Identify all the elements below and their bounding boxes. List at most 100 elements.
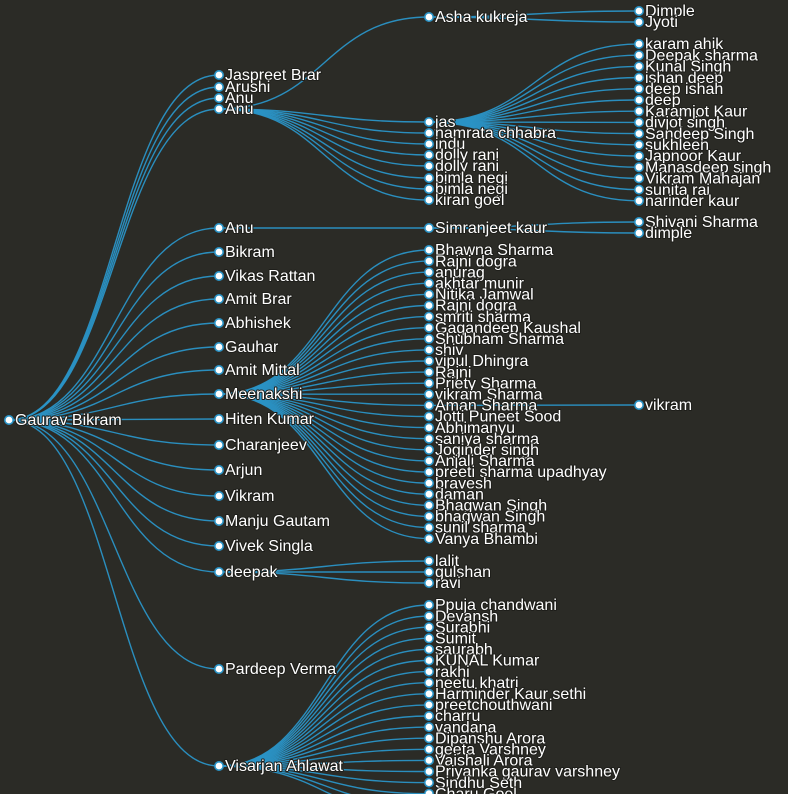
tree-node-arjun[interactable]: Arjun — [214, 461, 263, 480]
node-marker[interactable] — [633, 184, 644, 195]
node-marker[interactable] — [423, 611, 434, 622]
node-marker[interactable] — [423, 688, 434, 699]
tree-node-visarjan-ahlawat[interactable]: Visarjan Ahlawat — [214, 757, 345, 776]
node-marker[interactable] — [633, 151, 644, 162]
node-marker[interactable] — [423, 223, 434, 234]
tree-node-akhtar-munir[interactable]: akhtar munir — [423, 275, 526, 294]
tree-node-bravesh[interactable]: bravesh — [423, 474, 493, 493]
node-marker[interactable] — [214, 464, 225, 475]
node-marker[interactable] — [423, 139, 434, 150]
tree-node-jyoti[interactable]: Jyoti — [633, 13, 679, 32]
tree-node-deepak[interactable]: deepak — [214, 563, 279, 582]
tree-node-jas[interactable]: jas — [423, 113, 456, 132]
node-marker[interactable] — [423, 355, 434, 366]
tree-node-geeta-varshney[interactable]: geeta Varshney — [423, 741, 547, 760]
tree-node-narinder-kaur[interactable]: narinder kaur — [633, 192, 741, 211]
tree-node-bhawna-sharma[interactable]: Bhawna Sharma — [423, 241, 554, 260]
node-marker[interactable] — [423, 267, 434, 278]
node-marker[interactable] — [423, 12, 434, 22]
node-marker[interactable] — [214, 663, 225, 674]
node-marker[interactable] — [423, 489, 434, 500]
tree-node-gaurav-bikram[interactable]: Gaurav Bikram — [4, 411, 123, 430]
node-marker[interactable] — [423, 184, 434, 195]
node-marker[interactable] — [423, 766, 434, 777]
node-marker[interactable] — [423, 577, 434, 588]
tree-node-sunil-sharma[interactable]: sunil sharma — [423, 519, 527, 538]
node-marker[interactable] — [423, 128, 434, 139]
tree-node-abhimanyu[interactable]: Abhimanyu — [423, 419, 516, 438]
node-marker[interactable] — [423, 666, 434, 677]
tree-node-vikas-rattan[interactable]: Vikas Rattan — [214, 267, 316, 286]
tree-node-rajni[interactable]: Rajni — [423, 363, 472, 382]
node-marker[interactable] — [214, 439, 225, 450]
node-marker[interactable] — [423, 433, 434, 444]
tree-node-shiv[interactable]: shiv — [423, 341, 464, 360]
tree-node-preeti-sharma-upadhyay[interactable]: preeti sharma upadhyay — [423, 463, 608, 482]
tree-node-karamjot-kaur[interactable]: Karamjot Kaur — [633, 102, 749, 121]
tree-node-vikram-mahajan[interactable]: Vikram Mahajan — [633, 170, 761, 189]
tree-node-vikram-sharma[interactable]: vikram Sharma — [423, 386, 544, 405]
tree-node-shivani-sharma[interactable]: Shivani Sharma — [633, 213, 759, 232]
node-marker[interactable] — [214, 413, 225, 424]
tree-node-manasdeep-singh[interactable]: Manasdeep singh — [633, 158, 772, 177]
node-marker[interactable] — [4, 414, 14, 425]
node-marker[interactable] — [423, 444, 434, 455]
tree-node-neetu-khatri[interactable]: neetu khatri — [423, 674, 520, 693]
node-marker[interactable] — [423, 289, 434, 300]
node-marker[interactable] — [633, 6, 644, 16]
node-marker[interactable] — [214, 540, 225, 551]
node-marker[interactable] — [423, 599, 434, 610]
tree-node-sindhu-seth[interactable]: Sindhu Seth — [423, 774, 523, 793]
node-marker[interactable] — [214, 104, 225, 115]
tree-node-preetchouthwani[interactable]: preetchouthwani — [423, 696, 553, 715]
node-marker[interactable] — [214, 70, 225, 81]
tree-node-vaishali-arora[interactable]: Vaishali Arora — [423, 752, 534, 771]
tree-node-bimla-negi[interactable]: bimla negi — [423, 169, 509, 188]
node-marker[interactable] — [214, 760, 225, 771]
node-marker[interactable] — [424, 788, 434, 794]
node-marker[interactable] — [633, 50, 644, 61]
node-marker[interactable] — [214, 93, 225, 104]
node-marker[interactable] — [423, 322, 434, 333]
tree-node-namrata-chhabra[interactable]: namrata chhabra — [423, 124, 557, 143]
node-marker[interactable] — [423, 195, 434, 206]
tree-node-arushi[interactable]: Arushi — [214, 78, 271, 97]
node-marker[interactable] — [423, 655, 434, 666]
tree-node-simranjeet-kaur[interactable]: Simranjeet kaur — [423, 219, 549, 238]
tree-node-sandeep-singh[interactable]: Sandeep Singh — [633, 125, 755, 144]
node-marker[interactable] — [633, 117, 644, 128]
node-marker[interactable] — [423, 677, 434, 688]
tree-node-sunita-rai[interactable]: sunita rai — [633, 181, 711, 200]
tree-node-deep-ishah[interactable]: deep ishah — [633, 80, 724, 99]
node-marker[interactable] — [633, 195, 644, 206]
tree-node-gauhar[interactable]: Gauhar — [214, 338, 280, 357]
tree-node-divjot-singh[interactable]: divjot singh — [633, 114, 726, 133]
node-marker[interactable] — [633, 228, 644, 239]
node-marker[interactable] — [633, 106, 644, 117]
node-marker[interactable] — [423, 699, 434, 710]
tree-node-anu[interactable]: Anu — [214, 89, 254, 108]
node-marker[interactable] — [633, 139, 644, 150]
node-marker[interactable] — [633, 38, 644, 49]
node-marker[interactable] — [423, 455, 434, 466]
tree-node-charanjeev[interactable]: Charanjeev — [214, 436, 308, 455]
tree-node-kunal-kumar[interactable]: KUNAL Kumar — [423, 652, 541, 671]
tree-node-dimple[interactable]: dimple — [633, 224, 693, 243]
tree-node-joginder-singh[interactable]: Joginder singh — [423, 441, 540, 460]
tree-node-hiten-kumar[interactable]: Hiten Kumar — [214, 410, 316, 429]
tree-node-indu[interactable]: indu — [423, 135, 466, 154]
tree-node-karam-ahik[interactable]: karam ahik — [633, 35, 725, 54]
tree-node-deepak-sharma[interactable]: Deepak sharma — [633, 46, 759, 65]
node-marker[interactable] — [633, 399, 644, 410]
tree-node-lalit[interactable]: lalit — [423, 552, 461, 571]
tree-node-amit-mittal[interactable]: Amit Mittal — [214, 361, 301, 380]
tree-node-rakhi[interactable]: rakhi — [423, 663, 471, 682]
node-marker[interactable] — [423, 173, 434, 184]
tree-node-bikram[interactable]: Bikram — [214, 243, 276, 262]
node-marker[interactable] — [633, 95, 644, 106]
tree-node-rajni-dogra[interactable]: Rajni dogra — [423, 252, 518, 271]
node-marker[interactable] — [214, 247, 225, 258]
node-marker[interactable] — [423, 622, 434, 633]
tree-node-nitika-jamwal[interactable]: Nitika Jamwal — [423, 286, 535, 305]
node-marker[interactable] — [423, 466, 434, 477]
